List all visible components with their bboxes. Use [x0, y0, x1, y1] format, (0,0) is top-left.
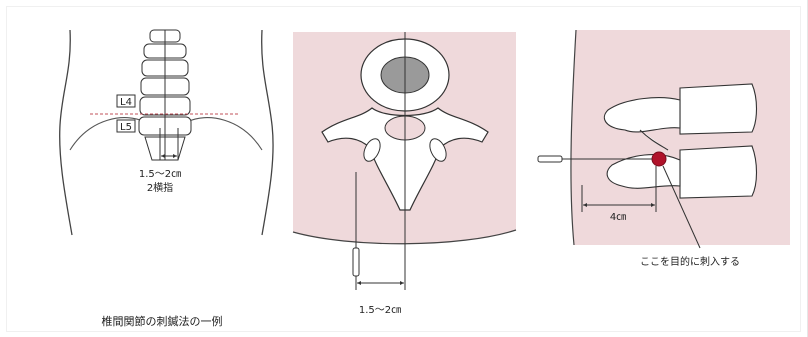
figure-caption: 椎間関節の刺鍼法の一例: [102, 314, 223, 328]
cross-arrow-head-left: [357, 281, 361, 285]
pelvis-right: [187, 118, 262, 150]
cross-arrow-head-right: [400, 281, 404, 285]
lateral-skin-area: [571, 30, 790, 245]
back-distance-label: 1.5～2㎝: [139, 169, 181, 180]
needle-handle: [353, 248, 359, 276]
spine: [139, 30, 191, 160]
lateral-distance-label: 4㎝: [610, 212, 626, 223]
target-note: ここを目的に刺入する: [640, 255, 740, 268]
target-point: [652, 152, 666, 166]
torso-right-outline: [262, 30, 273, 235]
panel-cross-section: 1.5～2㎝: [293, 32, 516, 316]
lateral-needle-handle: [538, 156, 562, 162]
back-distance-sub-label: 2横指: [147, 181, 173, 194]
torso-left-outline: [60, 30, 72, 235]
panel-back-view: L4 L5 1.5～2㎝ 2横指: [60, 30, 273, 235]
panel-lateral-view: 4㎝ ここを目的に刺入する: [538, 30, 790, 268]
l5-label: L5: [120, 122, 132, 133]
l4-label: L4: [120, 97, 132, 108]
cross-distance-label: 1.5～2㎝: [359, 305, 401, 316]
